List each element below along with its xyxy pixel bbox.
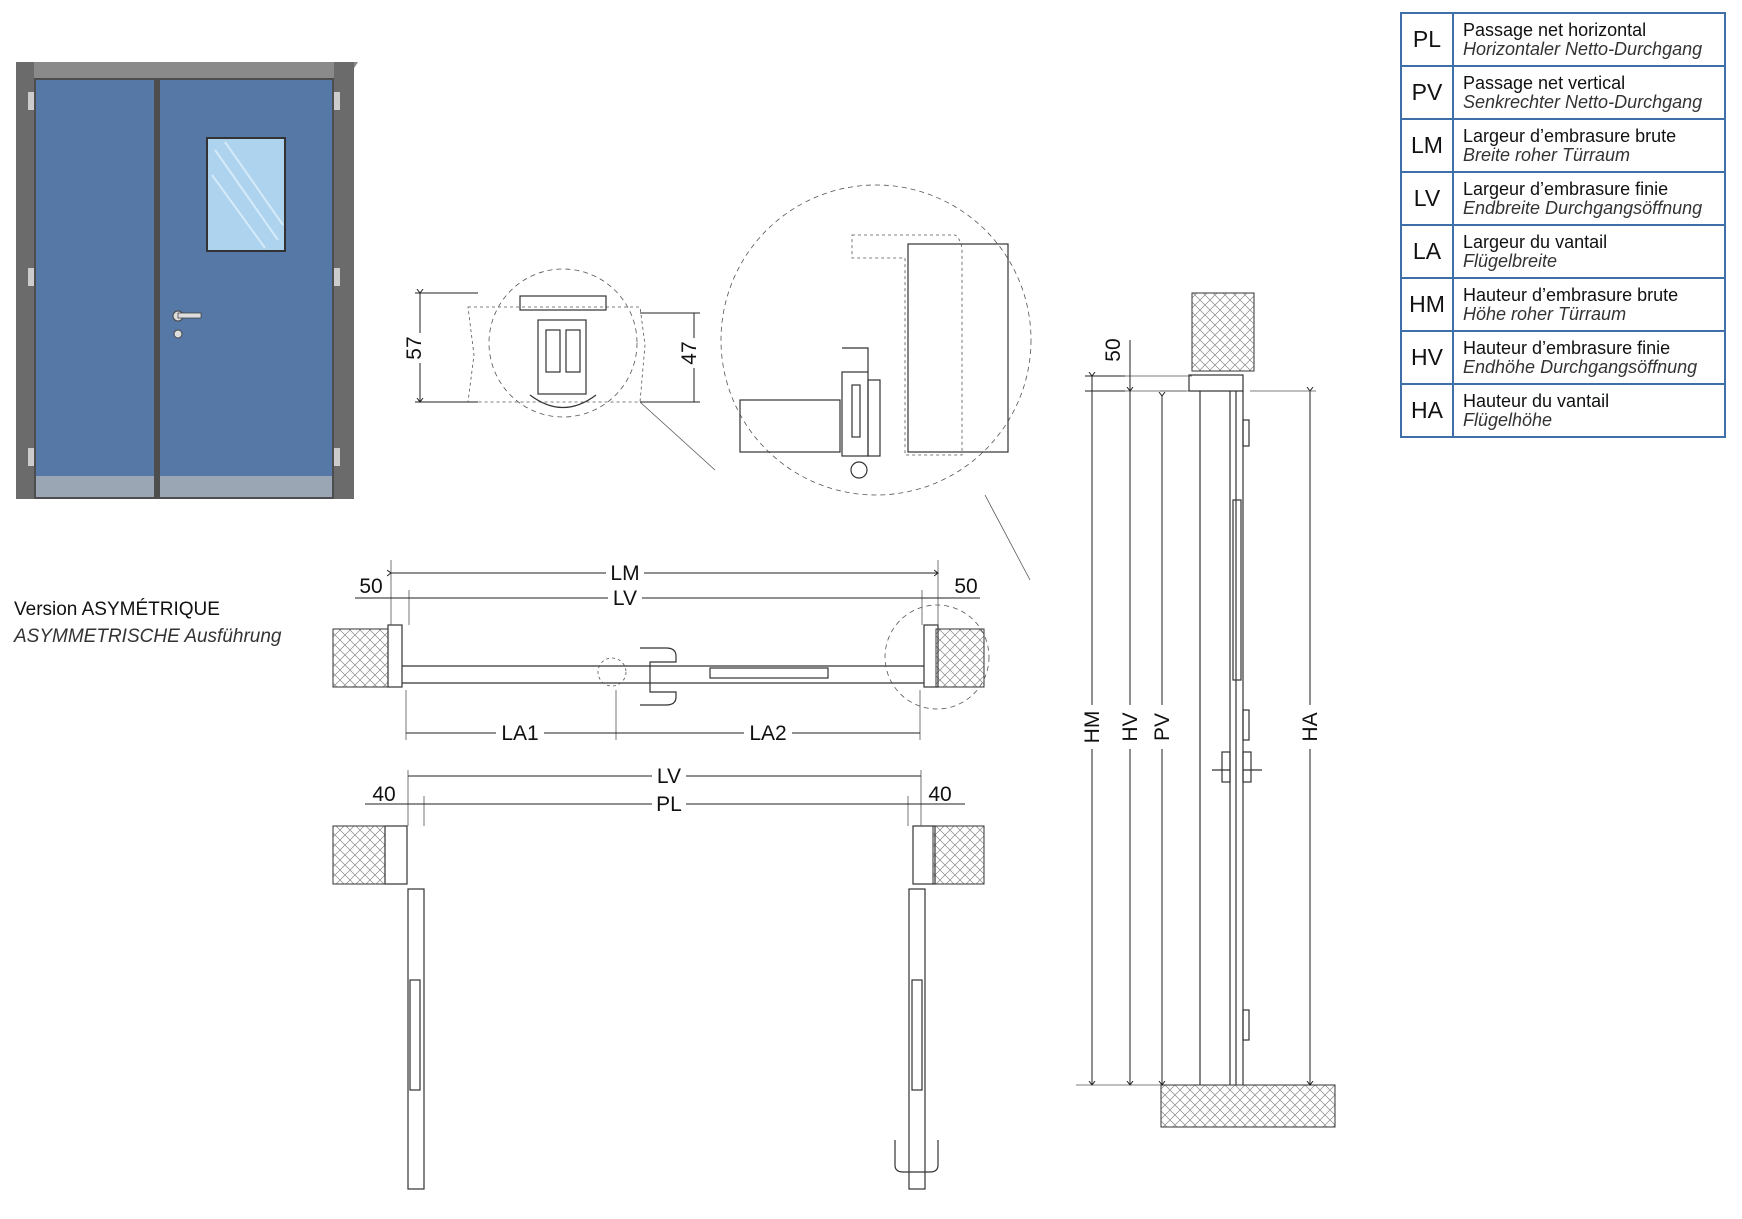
dimension-labels: 57 47 LM LV 50 50 LA1 LA2 LV PL 40 40 50… [359, 333, 1322, 816]
frame-right [334, 62, 354, 499]
dim-section-50: 50 [1102, 338, 1125, 361]
legend-de: Endbreite Durchgangsöffnung [1463, 197, 1703, 218]
legend-code: HA [1400, 383, 1454, 438]
dim-plan-left-50: 50 [359, 575, 382, 598]
dim-open-lv: LV [657, 765, 681, 788]
legend-fr: Hauteur du vantail [1463, 390, 1610, 411]
dim-lm: LM [610, 562, 639, 585]
door-leaf-left [36, 80, 154, 476]
dim-ha: HA [1299, 712, 1322, 741]
legend-de: Senkrechter Netto-Durchgang [1463, 91, 1703, 112]
door-handle-icon [172, 310, 202, 339]
version-fr: Version ASYMÉTRIQUE [14, 599, 220, 620]
dim-hv: HV [1119, 712, 1142, 741]
legend-code: LV [1400, 171, 1454, 226]
door-elevation [16, 62, 358, 499]
plan-view-open [332, 770, 985, 1190]
vertical-section [1076, 292, 1336, 1128]
legend-code: LA [1400, 224, 1454, 279]
frame-left [16, 62, 34, 499]
legend-de: Horizontaler Netto-Durchgang [1463, 38, 1703, 59]
profile-detail-small [415, 268, 716, 471]
dim-plan-right-50: 50 [954, 575, 977, 598]
version-de: ASYMMETRISCHE Ausführung [14, 626, 282, 647]
legend-de: Flügelhöhe [1463, 409, 1553, 430]
legend-fr: Hauteur d’embrasure finie [1463, 337, 1671, 358]
dim-open-pl: PL [656, 793, 682, 816]
legend-de: Höhe roher Türraum [1463, 303, 1627, 324]
dim-57: 57 [403, 336, 426, 359]
legend-fr: Hauteur d’embrasure brute [1463, 284, 1679, 305]
legend-code: HM [1400, 277, 1454, 332]
legend-code: PV [1400, 65, 1454, 120]
legend-de: Breite roher Türraum [1463, 144, 1631, 165]
plan-view-closed [332, 560, 990, 740]
version-caption: Version ASYMÉTRIQUE ASYMMETRISCHE Ausfüh… [14, 596, 282, 650]
dim-open-left-40: 40 [372, 783, 395, 806]
dim-la1: LA1 [501, 722, 538, 745]
legend-de: Flügelbreite [1463, 250, 1558, 271]
dim-hm: HM [1081, 711, 1104, 744]
dim-lv: LV [613, 587, 637, 610]
legend-fr: Largeur du vantail [1463, 231, 1608, 252]
legend-code: PL [1400, 12, 1454, 67]
dim-47: 47 [678, 341, 701, 364]
dim-pv: PV [1151, 713, 1174, 741]
dim-la2: LA2 [749, 722, 786, 745]
legend-fr: Largeur d’embrasure brute [1463, 125, 1677, 146]
legend-fr: Passage net horizontal [1463, 19, 1647, 40]
dim-open-right-40: 40 [928, 783, 951, 806]
legend-de: Endhöhe Durchgangsöffnung [1463, 356, 1698, 377]
legend-code: LM [1400, 118, 1454, 173]
legend-fr: Largeur d’embrasure finie [1463, 178, 1669, 199]
legend-code: HV [1400, 330, 1454, 385]
profile-detail-large [720, 184, 1032, 581]
legend-fr: Passage net vertical [1463, 72, 1626, 93]
